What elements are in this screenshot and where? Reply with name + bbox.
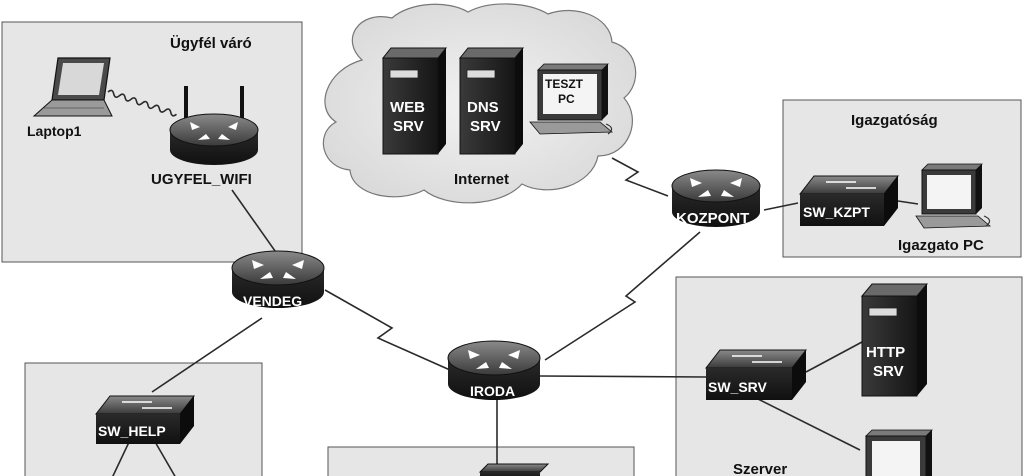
link-swhelp-down-right xyxy=(153,439,176,476)
router-vendeg-icon[interactable] xyxy=(231,250,325,308)
link-internet-kozpont xyxy=(611,157,669,197)
link-vendeg-swhelp xyxy=(151,317,263,393)
router-kozpont-icon[interactable] xyxy=(671,169,761,227)
router-iroda-icon[interactable] xyxy=(447,340,541,400)
pc-igazgato-icon[interactable] xyxy=(915,163,992,229)
pc-teszt-icon[interactable] xyxy=(529,63,614,135)
pc-szerver-zone-icon[interactable] xyxy=(865,429,933,476)
link-swsrv-pc xyxy=(755,397,861,451)
ugyfel-wifi-label: UGYFEL_WIFI xyxy=(151,171,252,188)
dns-srv-label-2: SRV xyxy=(470,118,501,135)
laptop-icon[interactable] xyxy=(32,57,113,117)
zone-igazgatosag-label: Igazgatóság xyxy=(851,112,938,129)
switch-sw-srv-icon[interactable] xyxy=(704,349,808,400)
kozpont-label: KOZPONT xyxy=(676,210,749,227)
sw-help-label: SW_HELP xyxy=(98,423,166,439)
iroda-label: IRODA xyxy=(470,383,515,399)
router-ugyfel-wifi-icon[interactable] xyxy=(169,86,259,165)
dns-srv-label-1: DNS xyxy=(467,99,499,116)
sw-srv-label: SW_SRV xyxy=(708,379,768,395)
zone-szerver-label: Szerver xyxy=(733,461,787,476)
sw-kzpt-label: SW_KZPT xyxy=(803,204,870,220)
laptop1-label: Laptop1 xyxy=(27,123,82,139)
igazgato-pc-label: Igazgato PC xyxy=(898,237,984,254)
switch-sw-help-icon[interactable] xyxy=(94,395,196,444)
link-swsrv-http xyxy=(805,341,863,373)
teszt-pc-label-1: TESZT xyxy=(545,77,584,91)
link-swkzpt-pc xyxy=(897,200,919,205)
http-srv-label-2: SRV xyxy=(873,363,904,380)
link-wifi-vendeg xyxy=(231,189,281,259)
link-laptop-wifi xyxy=(107,89,178,117)
link-swhelp-down-left xyxy=(112,439,131,476)
links xyxy=(107,89,919,476)
link-kozpont-swkzpt xyxy=(763,202,799,211)
teszt-pc-label-2: PC xyxy=(558,92,575,106)
web-srv-label-1: WEB xyxy=(390,99,425,116)
link-iroda-swsrv xyxy=(539,375,707,378)
link-vendeg-iroda xyxy=(324,289,451,371)
zone-ugyfel-label: Ügyfél váró xyxy=(170,35,252,52)
server-web-srv-icon[interactable] xyxy=(381,47,448,155)
switch-sw-kzpt-icon[interactable] xyxy=(798,175,900,226)
vendeg-label: VENDEG xyxy=(243,293,302,309)
server-http-srv-icon[interactable] xyxy=(860,283,929,397)
link-iroda-kozpont xyxy=(544,231,701,361)
http-srv-label-1: HTTP xyxy=(866,344,905,361)
internet-label: Internet xyxy=(454,171,509,188)
switch-bottom-partial-icon[interactable] xyxy=(478,463,550,476)
server-dns-srv-icon[interactable] xyxy=(458,47,525,155)
web-srv-label-2: SRV xyxy=(393,118,424,135)
